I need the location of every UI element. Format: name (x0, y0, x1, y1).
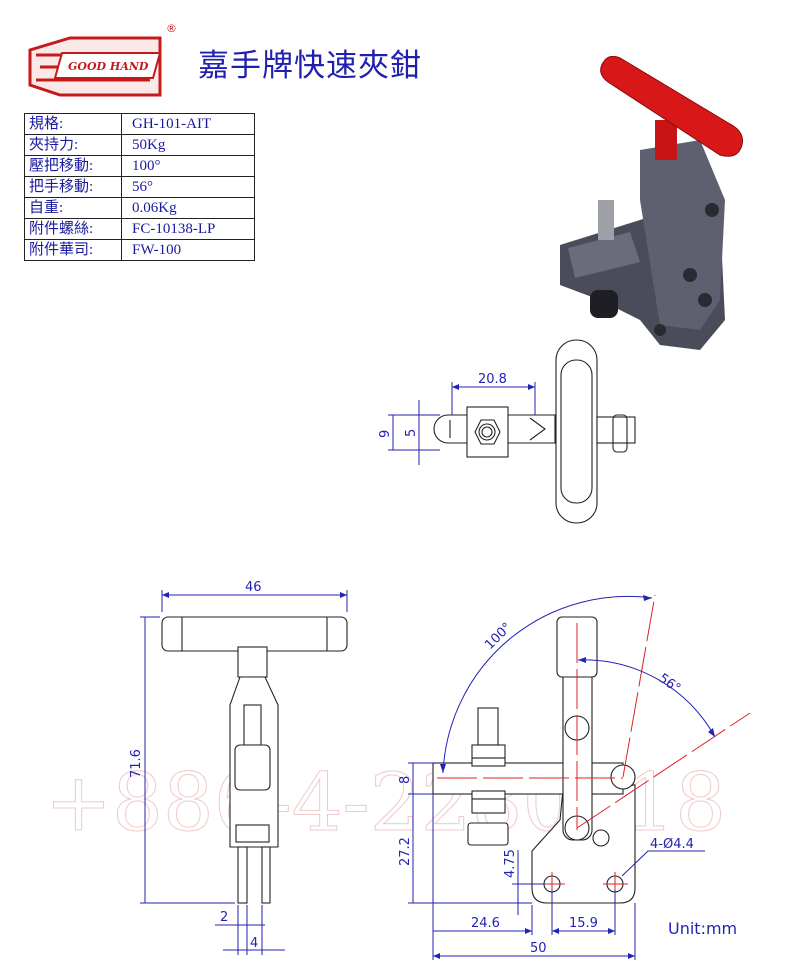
dim-top-outer-width: 9 (378, 430, 393, 438)
top-view: 20.8 9 5 (378, 339, 636, 524)
dim-arm-height: 27.2 (398, 837, 413, 866)
spec-value: FC-10138-LP (121, 218, 255, 240)
good-hand-logo: GOOD HAND ® (28, 22, 177, 97)
dim-hole-spacing: 15.9 (569, 916, 598, 931)
dim-front-height: 71.6 (129, 749, 144, 778)
front-view: 46 71.6 2 4 (129, 580, 348, 955)
spec-label: 壓把移動: (24, 155, 122, 177)
dim-front-width: 46 (245, 580, 262, 595)
spec-label: 附件螺絲: (24, 218, 122, 240)
spec-value: 0.06Kg (121, 197, 255, 219)
unit-label: Unit:mm (668, 919, 737, 938)
spec-value: 50Kg (121, 134, 255, 156)
dim-hole-x: 24.6 (471, 916, 500, 931)
logo-text: GOOD HAND (68, 60, 149, 73)
spec-label: 夾持力: (24, 134, 122, 156)
spec-value: FW-100 (121, 239, 255, 261)
dim-front-leg: 2 (220, 910, 228, 925)
product-render (560, 55, 743, 350)
table-row: 附件華司:FW-100 (24, 239, 255, 261)
dim-top-length: 20.8 (478, 372, 507, 387)
table-row: 附件螺絲:FC-10138-LP (24, 218, 255, 240)
dim-angle-handle: 56° (656, 671, 683, 697)
dim-front-gap: 4 (250, 936, 258, 951)
spec-value: 100° (121, 155, 255, 177)
spec-value: GH-101-AIT (121, 113, 255, 135)
dim-top-slot-width: 5 (404, 429, 419, 437)
table-row: 壓把移動:100° (24, 155, 255, 177)
page-title: 嘉手牌快速夾鉗 (198, 48, 422, 84)
table-row: 自重:0.06Kg (24, 197, 255, 219)
spec-label: 自重: (24, 197, 122, 219)
table-row: 規格:GH-101-AIT (24, 113, 255, 135)
dim-total-length: 50 (530, 941, 547, 956)
dim-hole-offset: 4.75 (503, 849, 518, 878)
dim-holes: 4-Ø4.4 (650, 837, 694, 852)
dim-angle-clamp: 100° (482, 620, 515, 653)
spec-label: 附件華司: (24, 239, 122, 261)
dim-arm-thickness: 8 (398, 776, 413, 784)
spec-label: 規格: (24, 113, 122, 135)
registered-mark: ® (166, 22, 177, 35)
spec-value: 56° (121, 176, 255, 198)
table-row: 把手移動:56° (24, 176, 255, 198)
table-row: 夾持力:50Kg (24, 134, 255, 156)
spec-label: 把手移動: (24, 176, 122, 198)
spec-table: 規格:GH-101-AIT 夾持力:50Kg 壓把移動:100° 把手移動:56… (24, 113, 255, 261)
